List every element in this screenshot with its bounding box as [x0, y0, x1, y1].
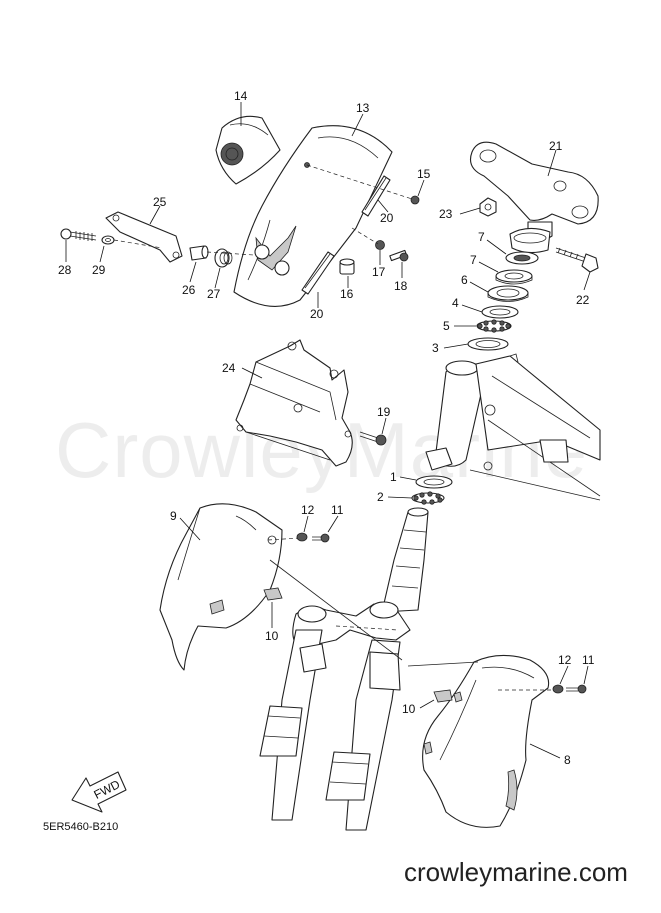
part-22-bolt[interactable] [555, 247, 599, 273]
callout-3: 3 [432, 341, 439, 355]
steering-stem [381, 507, 429, 613]
part-9-side-cover-left[interactable] [159, 503, 283, 671]
part-6-washer[interactable] [487, 285, 529, 302]
part-13-headlight-cover[interactable] [233, 125, 393, 307]
callout-19: 19 [377, 405, 391, 419]
callout-10-right: 10 [402, 702, 416, 716]
callout-21: 21 [549, 139, 563, 153]
lower-bracket [292, 601, 411, 649]
callout-12-right: 12 [558, 653, 572, 667]
callout-15: 15 [417, 167, 431, 181]
callout-20-lower: 20 [310, 307, 324, 321]
part-17-grommet[interactable] [375, 240, 385, 250]
callout-4: 4 [452, 296, 459, 310]
callout-7-lower: 7 [470, 253, 477, 267]
callout-23: 23 [439, 207, 453, 221]
callout-12-left: 12 [301, 503, 315, 517]
part-12-collar-left[interactable] [296, 532, 308, 542]
fork-left [259, 629, 327, 821]
part-10-pad-right[interactable] [433, 689, 453, 703]
part-7-ring-nut-lower[interactable] [495, 269, 533, 285]
part-4-race[interactable] [481, 305, 519, 319]
part-20-strip-lower[interactable] [301, 251, 335, 295]
callout-5: 5 [443, 319, 450, 333]
part-27-grommet[interactable] [214, 248, 233, 268]
part-14-emblem[interactable] [215, 115, 281, 185]
part-26-collar[interactable] [189, 245, 209, 261]
part-10-pad-left[interactable] [263, 587, 283, 601]
callout-labels: 14 13 15 20 20 25 28 29 26 27 16 17 18 2… [58, 89, 595, 767]
part-15-nut[interactable] [410, 195, 420, 205]
callout-26: 26 [182, 283, 196, 297]
part-11-screw-left[interactable] [312, 533, 330, 543]
part-24-headlight-bracket[interactable] [235, 339, 353, 467]
fwd-arrow-icon: FWD [71, 771, 127, 813]
callout-20-upper: 20 [380, 211, 394, 225]
diagram-code: 5ER5460-B210 [43, 821, 119, 833]
part-1-race[interactable] [415, 475, 453, 489]
fork-right [325, 639, 401, 831]
callout-13: 13 [356, 101, 370, 115]
callout-29: 29 [92, 263, 106, 277]
part-8-side-cover-right[interactable] [422, 654, 550, 828]
part-3-race[interactable] [467, 337, 509, 351]
part-7-ring-nut-upper[interactable] [505, 251, 539, 265]
callout-25: 25 [153, 195, 167, 209]
part-20-strip-upper[interactable] [361, 175, 391, 217]
callout-8: 8 [564, 753, 571, 767]
leader-lines [65, 102, 591, 759]
part-19-bolt[interactable] [359, 431, 387, 446]
callout-11-right: 11 [582, 653, 595, 667]
callout-11-left: 11 [331, 503, 344, 517]
callout-14: 14 [234, 89, 248, 103]
callout-7-upper: 7 [478, 230, 485, 244]
part-25-bracket[interactable] [105, 211, 183, 263]
callout-27: 27 [207, 287, 221, 301]
callout-22: 22 [576, 293, 590, 307]
part-12-collar-right[interactable] [552, 684, 564, 694]
callout-2: 2 [377, 490, 384, 504]
site-url-link[interactable]: crowleymarine.com [404, 857, 628, 887]
callout-17: 17 [372, 265, 386, 279]
part-16-collar[interactable] [339, 258, 355, 275]
part-2-ball-bearing[interactable] [411, 491, 445, 505]
part-23-nut[interactable] [479, 197, 497, 217]
callout-6: 6 [461, 273, 468, 287]
part-21-upper-bracket[interactable] [469, 141, 599, 241]
part-5-ball-bearing[interactable] [476, 319, 512, 333]
callout-9: 9 [170, 509, 177, 523]
callout-16: 16 [340, 287, 354, 301]
callout-18: 18 [394, 279, 408, 293]
part-18-screw[interactable] [389, 249, 409, 262]
callout-1: 1 [390, 470, 397, 484]
callout-28: 28 [58, 263, 72, 277]
callout-24: 24 [222, 361, 236, 375]
part-28-bolt[interactable] [60, 228, 97, 241]
frame-head-pipe [425, 353, 601, 501]
part-29-washer[interactable] [101, 235, 115, 245]
stem-clamp [509, 227, 551, 254]
part-11-screw-right[interactable] [566, 684, 587, 694]
callout-10-left: 10 [265, 629, 279, 643]
